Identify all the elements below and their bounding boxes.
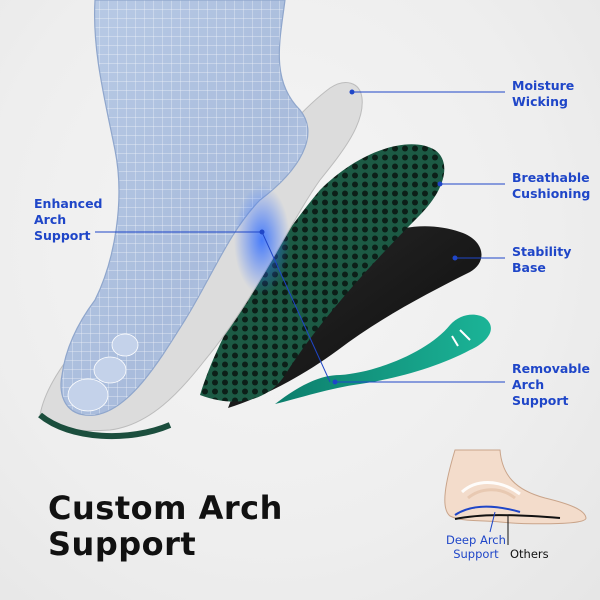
callout-moisture-wicking: Moisture Wicking [512, 78, 575, 109]
cushioning-layer [200, 144, 445, 402]
arch-glow [234, 185, 290, 295]
headline: Custom Arch Support [48, 489, 283, 563]
callout-stability-base: Stability Base [512, 244, 572, 275]
foot-wireframe [60, 0, 309, 416]
deep-arch-support-label: Deep Arch Support [446, 533, 506, 561]
others-label: Others [510, 547, 549, 561]
callout-removable-arch-support: Removable Arch Support [512, 361, 591, 408]
arch-comparison-diagram [444, 449, 587, 545]
callout-breathable-cushioning: Breathable Cushioning [512, 170, 591, 201]
callout-enhanced-arch-support: Enhanced Arch Support [34, 196, 103, 243]
removable-arch-layer [275, 314, 491, 404]
